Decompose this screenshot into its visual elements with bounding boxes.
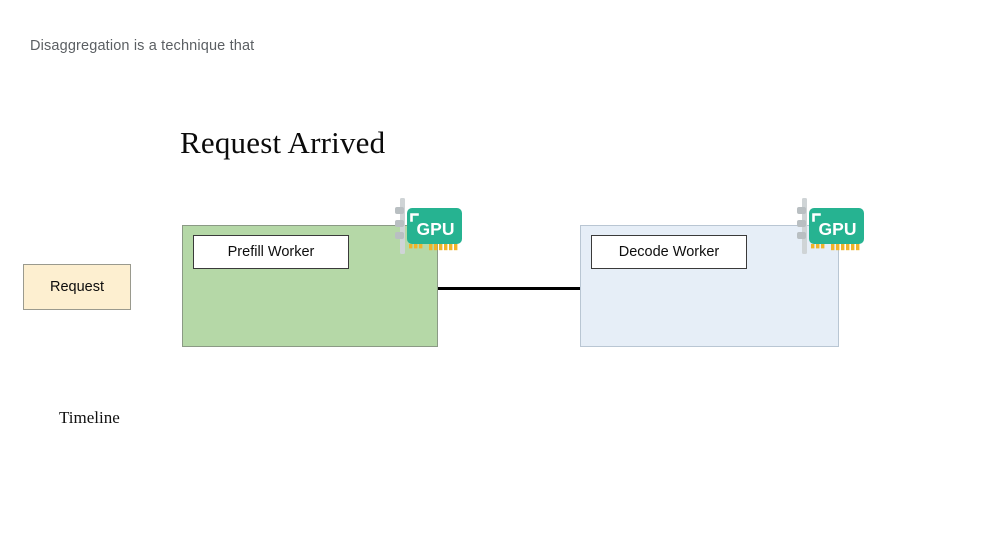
- decode-worker-label-box: Decode Worker: [591, 235, 747, 269]
- prefill-worker-box: Prefill Worker: [182, 225, 438, 347]
- decode-worker-label: Decode Worker: [618, 244, 720, 260]
- slide-caption: Disaggregation is a technique that: [30, 38, 255, 54]
- prefill-worker-label-box: Prefill Worker: [193, 235, 349, 269]
- decode-worker-box: Decode Worker: [580, 225, 839, 347]
- gpu-icon-text: GPU: [417, 219, 455, 239]
- request-box-label: Request: [49, 279, 104, 295]
- page-title: Request Arrived: [180, 125, 386, 160]
- timeline-label: Timeline: [59, 408, 120, 427]
- gpu-icon: GPU: [797, 198, 864, 254]
- gpu-icon-text: GPU: [819, 219, 857, 239]
- request-box: Request: [23, 264, 131, 310]
- gpu-icon: GPU: [395, 198, 462, 254]
- prefill-to-decode-connector: [438, 287, 580, 290]
- prefill-worker-label: Prefill Worker: [227, 244, 315, 260]
